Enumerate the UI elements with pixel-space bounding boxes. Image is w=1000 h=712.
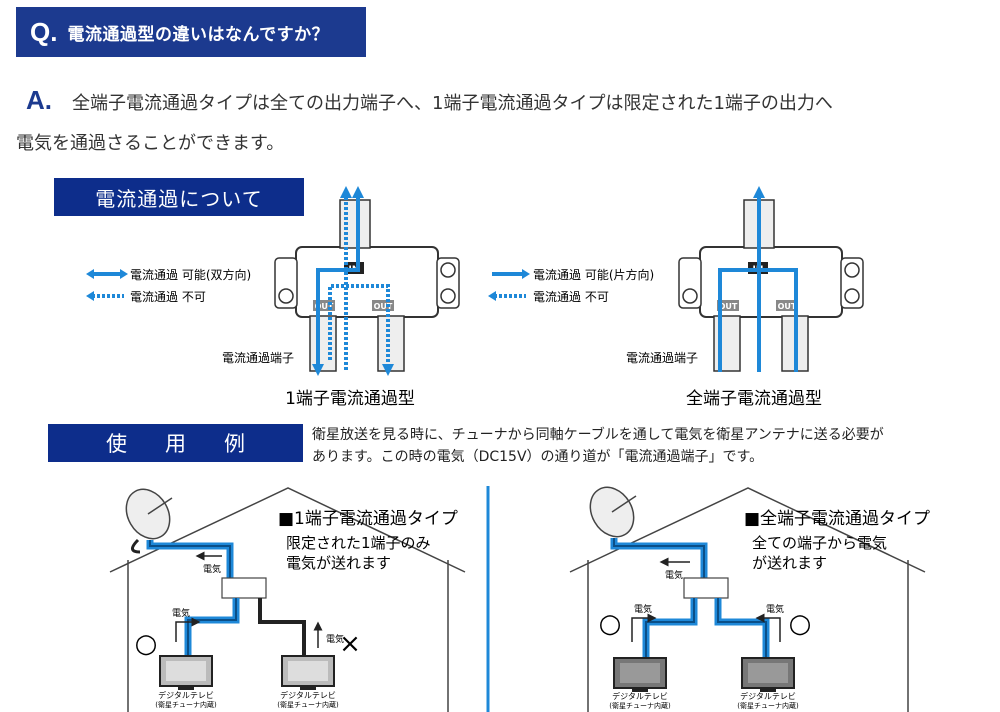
left-elec-label-bottom: 電気	[172, 607, 190, 619]
answer-text: A. 全端子電流通過タイプは全ての出力端子へ、1端子電流通過タイプは限定された1端…	[16, 80, 976, 164]
right-type-desc1: 全ての端子から電気	[752, 534, 887, 552]
usage-line1: 衛星放送を見る時に、チューナから同軸ケーブルを通して電気を衛星アンテナに送る必要…	[312, 427, 884, 443]
right-elec-label-2: 電気	[766, 603, 784, 615]
tv-icon	[281, 655, 335, 690]
left-port-out-2: OUT	[374, 302, 393, 311]
right-caption: 全端子電流通過型	[686, 389, 822, 409]
left-tv1-sub: (衛星チューナ内蔵)	[155, 700, 217, 709]
right-tv2-label: デジタルテレビ	[740, 691, 796, 701]
question-banner: Q. 電流通過型の違いはなんですか？	[16, 7, 366, 57]
right-legend-ng: 電流通過 不可	[488, 290, 609, 304]
right-house-illustration: 電気 電気 電気 ○ ○ デジタルテレビ (衛星チューナ内蔵) デジタルテレビ …	[569, 486, 930, 712]
right-terminal-label: 電流通過端子	[626, 351, 698, 365]
right-type-title: ■全端子電流通過タイプ	[744, 509, 930, 529]
left-screw-icon	[440, 288, 456, 304]
left-splitter-icon	[221, 577, 267, 599]
left-elec-label-top: 電気	[203, 563, 221, 575]
question-text: 電流通過型の違いはなんですか？	[67, 24, 330, 45]
right-splitter-icon	[683, 577, 729, 599]
satellite-dish-icon	[589, 486, 637, 538]
left-type-desc1: 限定された1端子のみ	[286, 534, 431, 552]
left-splitter-diagram: 電流通過 可能(双方向) 電流通過 不可 IN OUT OUT 電流	[86, 186, 460, 409]
right-screw-icon	[844, 262, 860, 278]
left-type-desc2: 電気が送れます	[286, 554, 391, 572]
about-title: 電流通過について	[54, 178, 304, 216]
left-ng-mark: ×	[339, 629, 361, 659]
left-legend-ok-label: 電流通過 可能(双方向)	[130, 267, 251, 282]
left-ok-mark: ○	[135, 629, 158, 659]
left-house-illustration: 電気 電気 電気 ○ × デジタルテレビ (衛星チューナ内蔵) デジタルテレビ …	[109, 487, 466, 712]
right-type-desc2: が送れます	[752, 554, 827, 572]
right-ok-mark-1: ○	[599, 609, 622, 639]
left-caption: 1端子電流通過型	[285, 389, 415, 409]
left-screw-icon	[278, 288, 294, 304]
left-type-title: ■1端子電流通過タイプ	[278, 509, 458, 529]
left-port-out-1: OUT	[315, 302, 334, 311]
answer-line2: 電気を通過さることができます。	[16, 133, 285, 154]
right-tv1-label: デジタルテレビ	[612, 691, 668, 701]
answer-mark: A.	[26, 85, 52, 115]
left-legend-ng-label: 電流通過 不可	[130, 290, 206, 304]
right-screw-icon	[682, 288, 698, 304]
question-mark: Q.	[30, 16, 58, 47]
right-screw-icon	[844, 288, 860, 304]
right-elec-label-top: 電気	[665, 569, 683, 581]
tv-icon	[613, 657, 667, 692]
right-splitter-diagram: 電流通過 可能(片方向) 電流通過 不可 IN OUT OUT 電流通過端子 全…	[488, 186, 864, 409]
usage-description: 衛星放送を見る時に、チューナから同軸ケーブルを通して電気を衛星アンテナに送る必要…	[312, 424, 972, 468]
left-tv2-sub: (衛星チューナ内蔵)	[277, 700, 339, 709]
right-port-out-1: OUT	[719, 302, 738, 311]
satellite-dish-icon	[125, 488, 173, 554]
tv-icon	[741, 657, 795, 692]
left-tv1-label: デジタルテレビ	[158, 690, 214, 700]
usage-title: 使用例	[48, 424, 303, 462]
answer-line1: 全端子電流通過タイプは全ての出力端子へ、1端子電流通過タイプは限定された1端子の…	[72, 93, 833, 114]
left-legend-ng: 電流通過 不可	[86, 290, 206, 304]
left-terminal-label: 電流通過端子	[222, 351, 294, 365]
right-ok-mark-2: ○	[789, 609, 812, 639]
tv-icon	[159, 655, 213, 690]
usage-line2: あります。この時の電気（DC15V）の通り道が「電流通過端子」です。	[312, 449, 764, 465]
right-tv2-sub: (衛星チューナ内蔵)	[737, 701, 799, 710]
right-elec-label-1: 電気	[634, 603, 652, 615]
left-screw-icon	[440, 262, 456, 278]
right-legend-ng-label: 電流通過 不可	[533, 290, 609, 304]
right-tv1-sub: (衛星チューナ内蔵)	[609, 701, 671, 710]
right-legend-ok-label: 電流通過 可能(片方向)	[533, 267, 654, 282]
right-port-out-2: OUT	[778, 302, 797, 311]
left-tv2-label: デジタルテレビ	[280, 690, 336, 700]
right-legend-ok: 電流通過 可能(片方向)	[492, 267, 654, 282]
left-elec-label-ng: 電気	[326, 633, 344, 645]
left-legend-ok: 電流通過 可能(双方向)	[86, 267, 251, 282]
